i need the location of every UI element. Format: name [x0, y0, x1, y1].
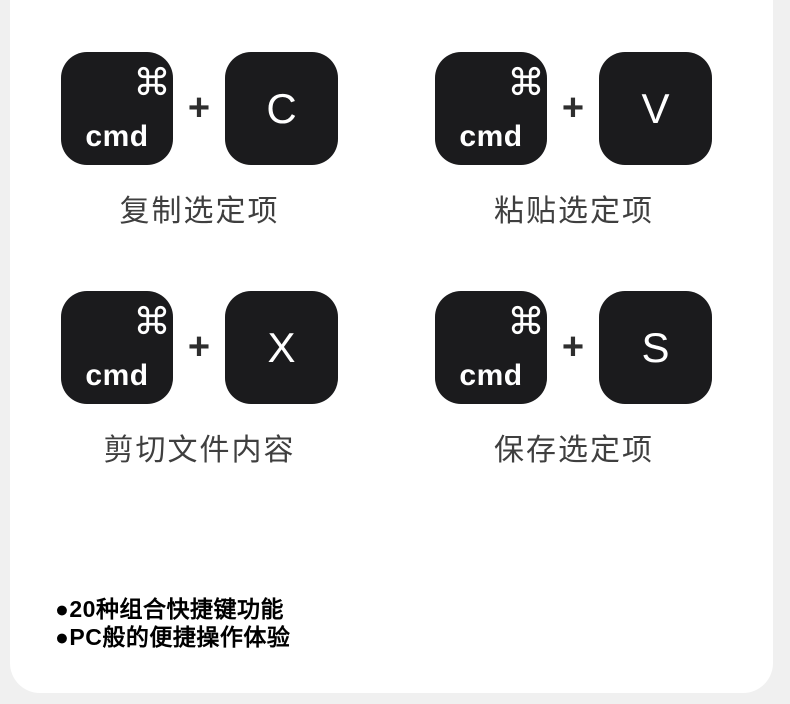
cmd-key: cmd	[61, 52, 173, 165]
letter-key-x: X	[225, 291, 338, 404]
shortcut-paste: cmd + V 粘贴选定项	[435, 52, 713, 230]
feature-list: ●20种组合快捷键功能 ●PC般的便捷操作体验	[55, 595, 773, 651]
shortcut-description: 粘贴选定项	[494, 195, 654, 228]
shortcut-save: cmd + S 保存选定项	[435, 291, 713, 469]
cmd-key-label: cmd	[459, 120, 523, 153]
key-combo: cmd + C	[61, 52, 338, 165]
letter-key-c: C	[225, 52, 338, 165]
cmd-key-label: cmd	[85, 359, 149, 392]
command-icon	[137, 305, 167, 335]
command-icon	[137, 66, 167, 96]
cmd-key: cmd	[61, 291, 173, 404]
shortcut-description: 保存选定项	[494, 434, 654, 467]
letter-key-s: S	[599, 291, 712, 404]
cmd-key: cmd	[435, 52, 547, 165]
shortcut-copy: cmd + C 复制选定项	[61, 52, 338, 230]
product-info-card: cmd + C 复制选定项 cmd + V 粘贴选定项	[10, 0, 773, 693]
plus-sign: +	[561, 87, 585, 129]
cmd-key-label: cmd	[459, 359, 523, 392]
letter-key-v: V	[599, 52, 712, 165]
shortcut-cut: cmd + X 剪切文件内容	[61, 291, 338, 469]
plus-sign: +	[187, 87, 211, 129]
key-combo: cmd + X	[61, 291, 338, 404]
command-icon	[511, 305, 541, 335]
plus-sign: +	[187, 326, 211, 368]
shortcut-description: 复制选定项	[119, 195, 280, 228]
key-combo: cmd + V	[435, 52, 713, 165]
plus-sign: +	[561, 326, 585, 368]
cmd-key: cmd	[435, 291, 547, 404]
command-icon	[511, 66, 541, 96]
feature-item: ●PC般的便捷操作体验	[55, 624, 291, 650]
key-combo: cmd + S	[435, 291, 713, 404]
shortcuts-grid: cmd + C 复制选定项 cmd + V 粘贴选定项	[10, 0, 773, 469]
cmd-key-label: cmd	[85, 120, 149, 153]
shortcut-description: 剪切文件内容	[103, 434, 296, 467]
feature-item: ●20种组合快捷键功能	[55, 596, 284, 622]
